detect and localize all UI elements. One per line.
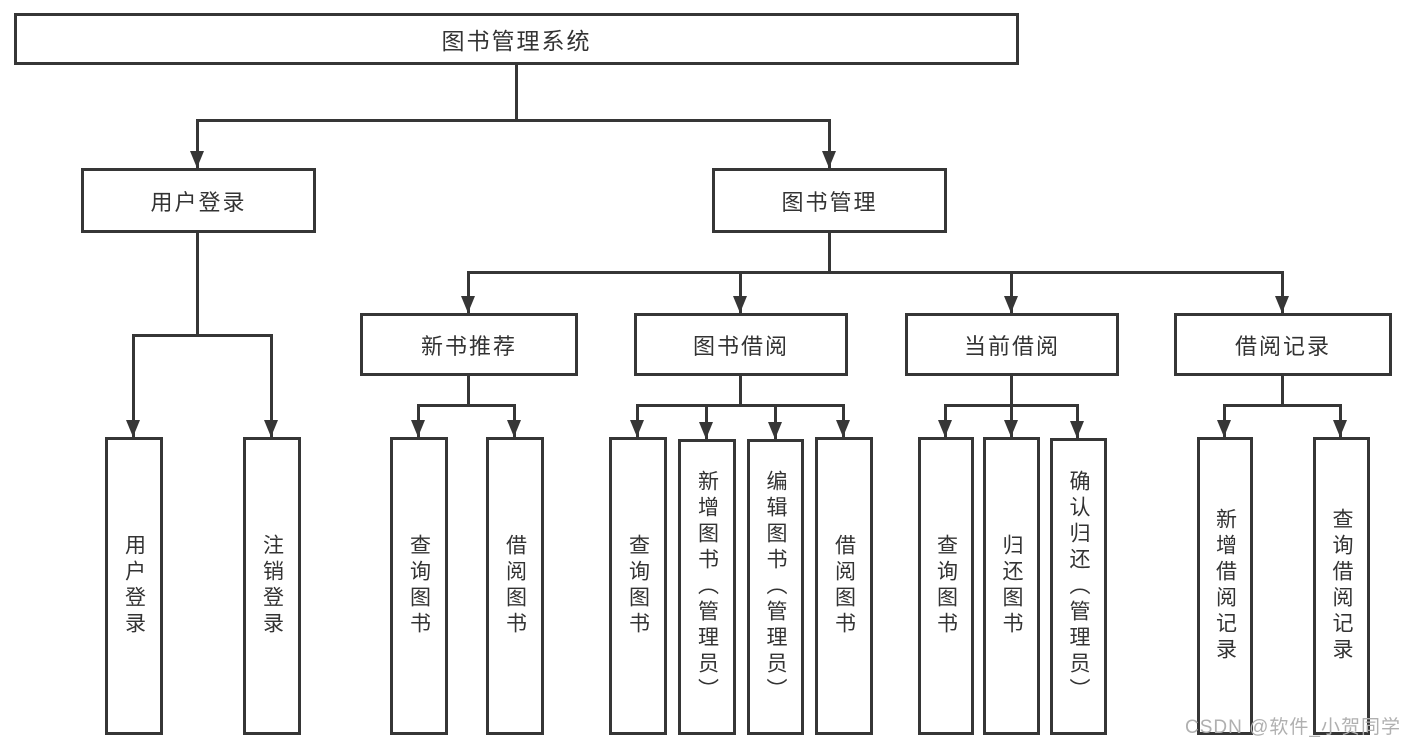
connector-line	[196, 119, 831, 122]
arrow-down-icon	[938, 420, 952, 437]
connector-line	[132, 334, 273, 337]
leaf-newbook-borrow: 借阅图书	[486, 437, 544, 735]
leaf-logout: 注销登录	[243, 437, 301, 735]
node-book-borrow: 图书借阅	[634, 313, 848, 376]
connector-line	[1281, 376, 1284, 407]
connector-line	[270, 334, 273, 437]
arrow-down-icon	[699, 422, 713, 439]
arrow-down-icon	[1217, 420, 1231, 437]
node-book-management-label: 图书管理	[781, 189, 878, 215]
arrow-down-icon	[461, 296, 475, 313]
watermark: CSDN @软件_小贺同学	[1185, 717, 1401, 738]
leaf-borrow-add: 新增图书（管理员）	[678, 439, 736, 735]
leaf-newbook-borrow-label: 借阅图书	[503, 534, 527, 638]
arrow-down-icon	[1333, 420, 1347, 437]
arrow-down-icon	[1004, 296, 1018, 313]
connector-line	[1010, 376, 1013, 407]
connector-line	[467, 271, 470, 313]
leaf-current-confirm: 确认归还（管理员）	[1050, 438, 1107, 735]
arrow-down-icon	[190, 151, 204, 168]
connector-line	[1281, 271, 1284, 313]
leaf-borrow-borrow-label: 借阅图书	[832, 534, 856, 638]
arrow-down-icon	[411, 420, 425, 437]
arrow-down-icon	[822, 151, 836, 168]
node-new-book-recommend-label: 新书推荐	[420, 333, 517, 359]
connector-line	[828, 119, 831, 168]
leaf-record-add: 新增借阅记录	[1197, 437, 1253, 735]
connector-line	[467, 271, 1284, 274]
leaf-current-return-label: 归还图书	[1000, 534, 1023, 638]
leaf-newbook-query: 查询图书	[390, 437, 448, 735]
arrow-down-icon	[836, 420, 850, 437]
arrow-down-icon	[264, 420, 278, 437]
leaf-current-query-label: 查询图书	[934, 534, 958, 638]
leaf-newbook-query-label: 查询图书	[407, 534, 431, 638]
connector-line	[705, 404, 708, 439]
connector-line	[1223, 404, 1342, 407]
connector-line	[467, 376, 470, 407]
leaf-logout-label: 注销登录	[260, 534, 284, 638]
leaf-borrow-query-label: 查询图书	[626, 534, 650, 638]
node-borrow-records: 借阅记录	[1174, 313, 1392, 376]
arrow-down-icon	[1275, 296, 1289, 313]
arrow-down-icon	[507, 420, 521, 437]
connector-line	[739, 376, 742, 407]
arrow-down-icon	[1070, 421, 1084, 438]
connector-line	[774, 404, 777, 439]
node-user-login: 用户登录	[81, 168, 316, 233]
leaf-record-query: 查询借阅记录	[1313, 437, 1370, 735]
leaf-current-query: 查询图书	[918, 437, 974, 735]
node-root: 图书管理系统	[14, 13, 1019, 65]
leaf-borrow-borrow: 借阅图书	[815, 437, 873, 735]
leaf-record-add-label: 新增借阅记录	[1213, 508, 1237, 664]
connector-line	[515, 64, 518, 121]
leaf-borrow-edit-label: 编辑图书（管理员）	[764, 470, 787, 704]
leaf-record-query-label: 查询借阅记录	[1330, 508, 1353, 664]
node-user-login-label: 用户登录	[150, 189, 247, 215]
arrow-down-icon	[733, 296, 747, 313]
node-book-management: 图书管理	[712, 168, 947, 233]
connector-line	[196, 119, 199, 168]
node-root-label: 图书管理系统	[441, 28, 592, 54]
node-new-book-recommend: 新书推荐	[360, 313, 578, 376]
connector-line	[739, 271, 742, 313]
node-book-borrow-label: 图书借阅	[692, 333, 789, 359]
connector-line	[196, 233, 199, 337]
connector-line	[417, 404, 516, 407]
node-current-borrow-label: 当前借阅	[963, 333, 1060, 359]
arrow-down-icon	[768, 422, 782, 439]
node-current-borrow: 当前借阅	[905, 313, 1119, 376]
leaf-current-confirm-label: 确认归还（管理员）	[1067, 469, 1090, 704]
leaf-borrow-query: 查询图书	[609, 437, 667, 735]
leaf-user-login: 用户登录	[105, 437, 163, 735]
arrow-down-icon	[126, 420, 140, 437]
connector-line	[828, 233, 831, 274]
arrow-down-icon	[630, 420, 644, 437]
connector-line	[1010, 271, 1013, 313]
leaf-borrow-add-label: 新增图书（管理员）	[695, 470, 719, 704]
leaf-user-login-label: 用户登录	[122, 534, 146, 638]
leaf-current-return: 归还图书	[983, 437, 1040, 735]
connector-line	[132, 334, 135, 437]
node-borrow-records-label: 借阅记录	[1234, 333, 1331, 359]
arrow-down-icon	[1004, 420, 1018, 437]
leaf-borrow-edit: 编辑图书（管理员）	[747, 439, 804, 735]
connector-line	[636, 404, 845, 407]
